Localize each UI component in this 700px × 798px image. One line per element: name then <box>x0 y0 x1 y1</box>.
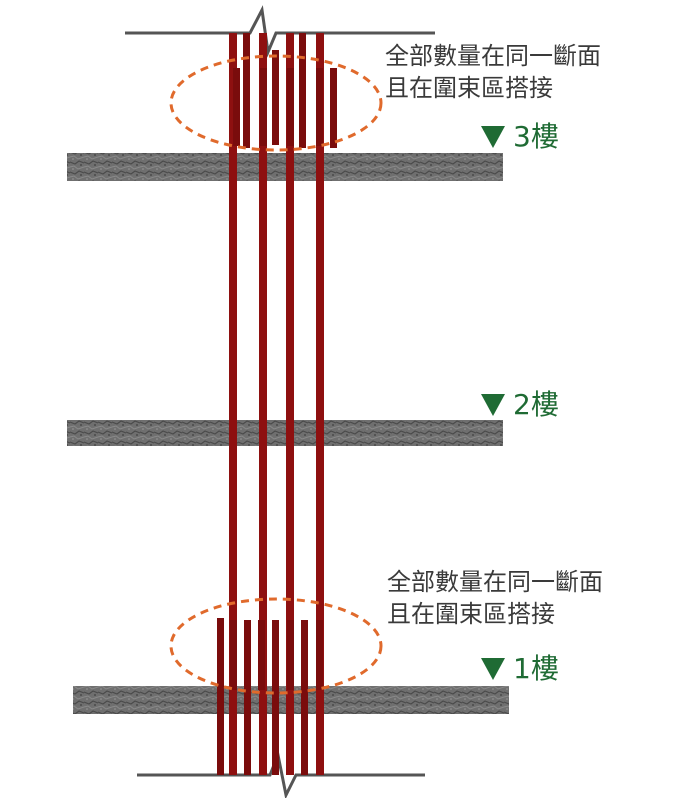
lap-note-line: 且在圍束區搭接 <box>387 600 555 628</box>
lap-note-bottom: 全部數量在同一斷面 且在圍束區搭接 <box>387 566 603 630</box>
continuous-rebar-group <box>229 33 324 775</box>
lap-zone-ellipse-bottom <box>169 597 383 695</box>
rebar-bar <box>286 33 294 775</box>
floor-label-3: 3樓 <box>481 120 559 154</box>
floor-label-text: 2樓 <box>513 388 559 421</box>
floor-label-1: 1樓 <box>481 652 559 686</box>
lap-note-line: 全部數量在同一斷面 <box>385 42 601 70</box>
lap-bar <box>287 68 294 146</box>
lap-bar <box>299 33 306 148</box>
lap-bar <box>287 620 294 690</box>
bottom-lap-splice-bars <box>217 618 323 775</box>
rebar-bar <box>316 33 324 775</box>
lap-bar <box>217 618 224 775</box>
slab-floor-3 <box>67 153 503 181</box>
top-lap-splice-bars <box>233 33 337 148</box>
lap-bar <box>272 620 279 775</box>
lap-bar <box>233 68 240 146</box>
lap-bar <box>260 68 267 146</box>
bottom-break-line <box>137 749 425 798</box>
slab-floor-2 <box>67 420 503 446</box>
lap-bar <box>272 50 279 145</box>
lap-zone-ellipse-top <box>169 54 383 152</box>
rebar-bar <box>229 33 237 775</box>
down-triangle-icon <box>481 126 505 148</box>
lap-bar <box>244 620 251 775</box>
lap-note-line: 全部數量在同一斷面 <box>387 568 603 596</box>
lap-bar <box>301 620 308 775</box>
lap-bar <box>316 68 323 146</box>
floor-label-text: 3樓 <box>513 120 559 153</box>
down-triangle-icon <box>481 394 505 416</box>
lap-bar <box>243 33 250 148</box>
lap-bar <box>316 620 323 690</box>
lap-note-line: 且在圍束區搭接 <box>385 74 553 102</box>
down-triangle-icon <box>481 658 505 680</box>
floor-label-text: 1樓 <box>513 652 559 685</box>
lap-bar <box>330 68 337 148</box>
lap-bar <box>230 620 237 690</box>
rebar-bar <box>259 33 267 775</box>
floor-label-2: 2樓 <box>481 388 559 422</box>
lap-bar <box>258 620 265 690</box>
lap-note-top: 全部數量在同一斷面 且在圍束區搭接 <box>385 40 601 104</box>
